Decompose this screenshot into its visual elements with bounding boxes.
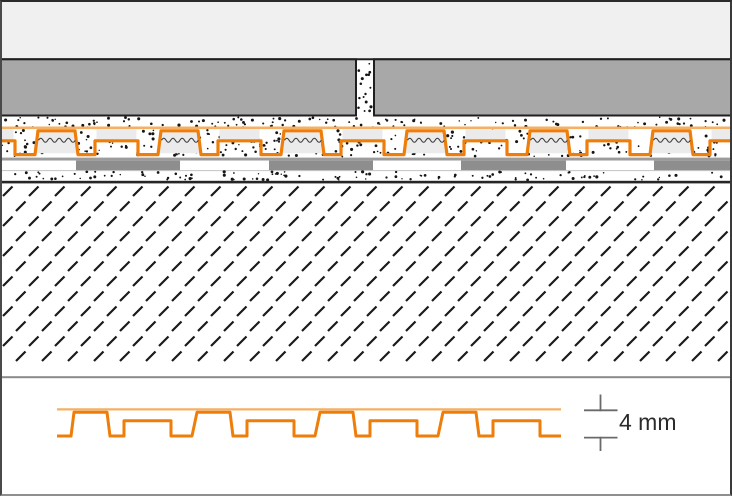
substrate-layer: [0, 180, 732, 379]
membrane-detail: [57, 408, 561, 438]
tile-layer: [0, 58, 732, 117]
thin-bed-mortar-upper: [4, 116, 726, 129]
dimension-label: 4 mm: [619, 409, 677, 435]
thin-bed-mortar-lower: [14, 170, 723, 182]
support-line: [1, 157, 731, 161]
uncoupling-membrane: [0, 126, 732, 158]
space-above-covering: [0, 0, 732, 59]
dimension-annotation: 4 mm: [584, 394, 677, 451]
bonding-strip-layer: [1, 160, 732, 172]
grout-joint: [357, 62, 373, 113]
